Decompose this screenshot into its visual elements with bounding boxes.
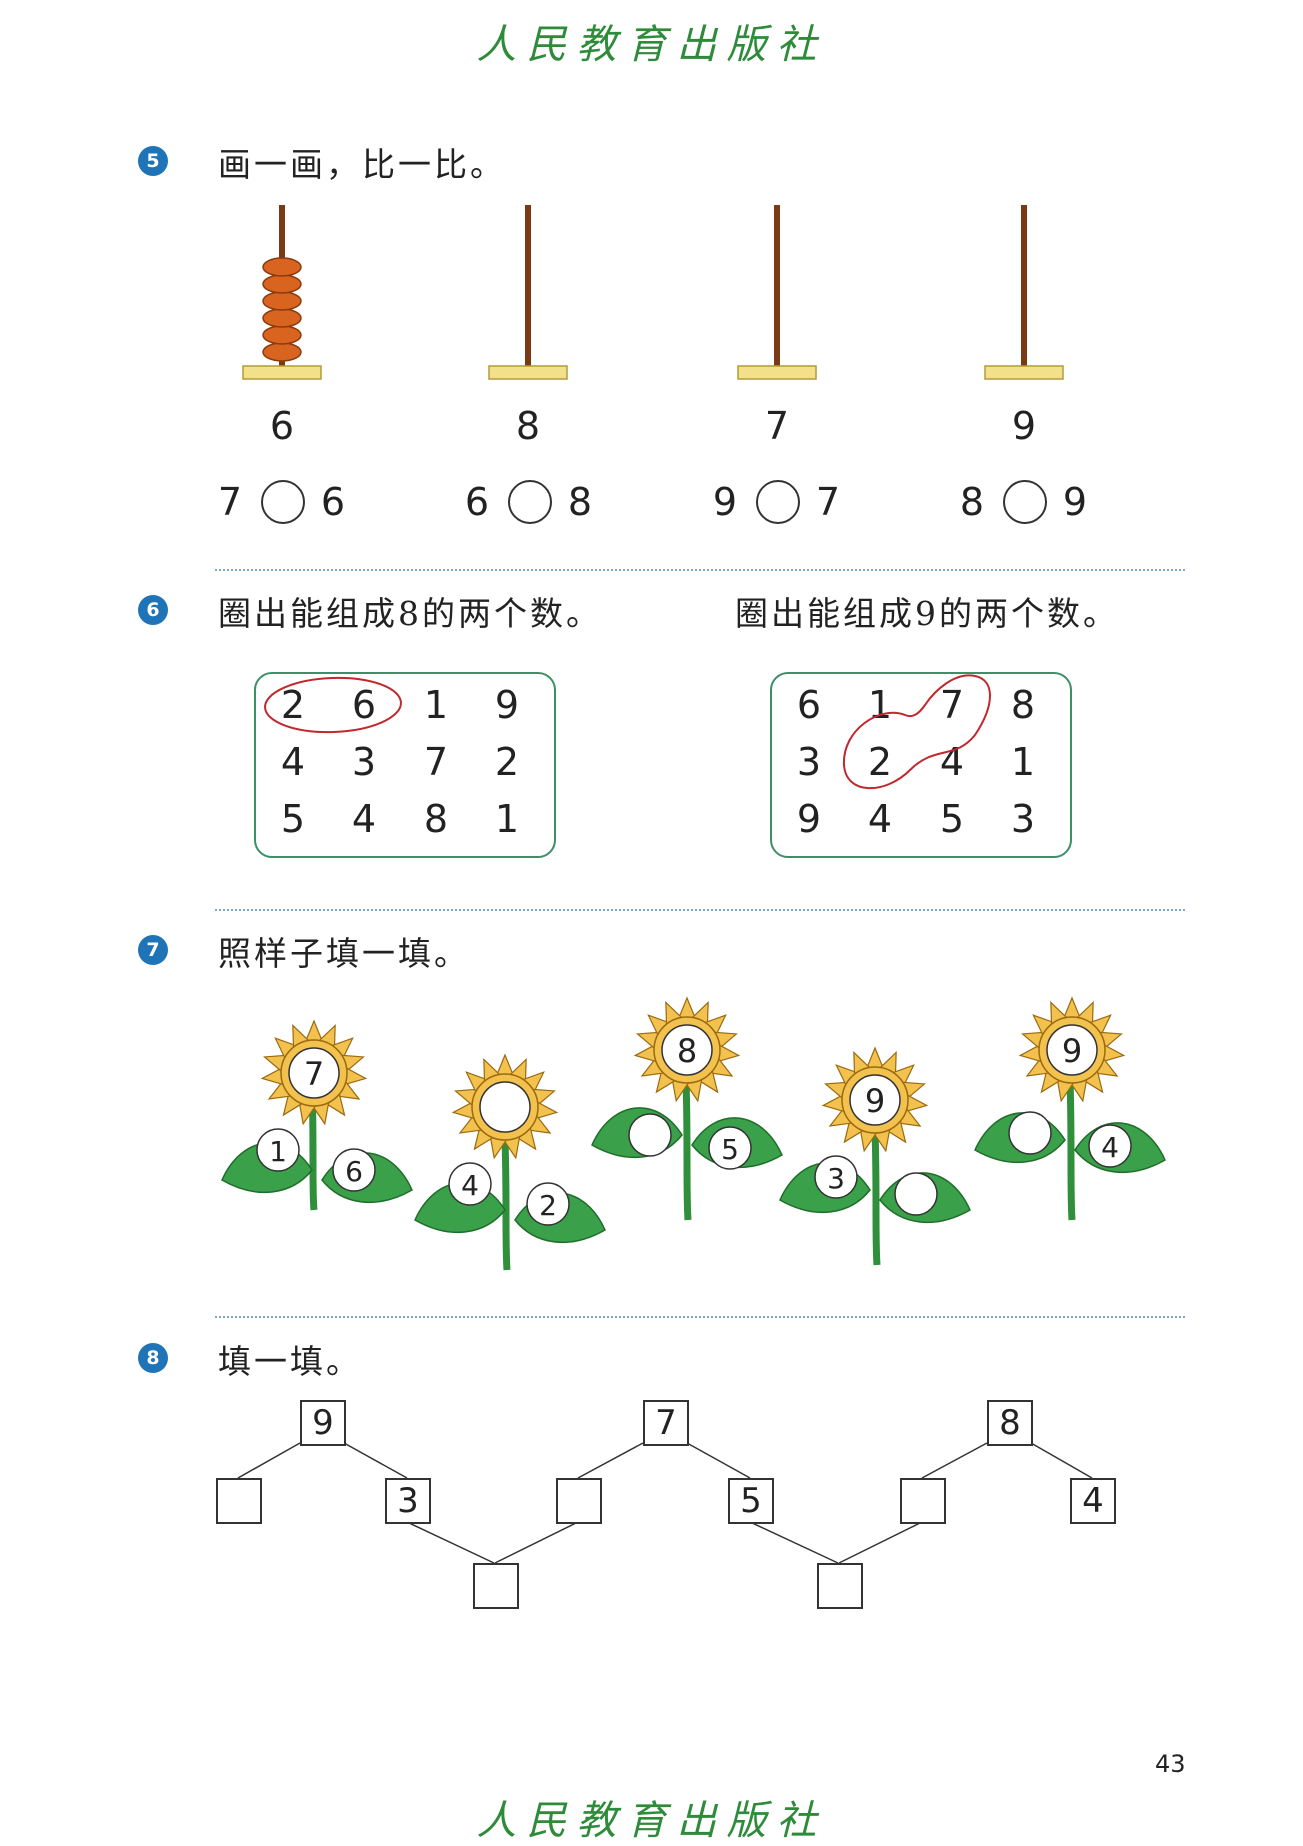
grid-number[interactable]: 5 (280, 797, 306, 841)
publisher-footer: 人民教育出版社 (476, 1798, 827, 1844)
leaf-number: 5 (721, 1133, 739, 1166)
question-number-5: 5 (138, 146, 168, 176)
grid-number[interactable]: 4 (351, 797, 377, 841)
tree-part-box: 5 (728, 1478, 774, 1524)
grid-number[interactable]: 2 (494, 740, 520, 784)
compare-right-number: 8 (567, 480, 593, 524)
grid-number[interactable]: 3 (1010, 797, 1036, 841)
tree-part-box: 4 (1070, 1478, 1116, 1524)
flower-top-number: 9 (1062, 1032, 1082, 1070)
grid-number[interactable]: 4 (867, 797, 893, 841)
section-divider (215, 909, 1185, 911)
grid-number[interactable]: 9 (494, 683, 520, 727)
page-number: 43 (1155, 1750, 1186, 1778)
grid-number[interactable]: 3 (351, 740, 377, 784)
tree-part-box: 3 (385, 1478, 431, 1524)
grid-number[interactable]: 1 (494, 797, 520, 841)
leaf-number: 3 (827, 1162, 845, 1195)
sunflower-1 (221, 1020, 413, 1211)
question-6-left-title: 圈出能组成8的两个数。 (218, 594, 602, 633)
question-number-8: 8 (138, 1343, 168, 1373)
tree-top-box: 7 (643, 1400, 689, 1446)
compare-answer-circle[interactable] (508, 480, 552, 524)
question-number-6: 6 (138, 595, 168, 625)
tree-top-box: 8 (987, 1400, 1033, 1446)
abacus-value-label: 6 (269, 404, 295, 448)
leaf-number: 2 (539, 1189, 557, 1222)
compare-answer-circle[interactable] (261, 480, 305, 524)
question-7-title: 照样子填一填。 (218, 934, 470, 973)
leaf-number: 4 (461, 1169, 479, 1202)
tree-answer-box[interactable] (556, 1478, 602, 1524)
compare-left-number: 6 (464, 480, 490, 524)
compare-left-number: 8 (959, 480, 985, 524)
abacus-7 (737, 205, 817, 380)
grid-number[interactable]: 6 (796, 683, 822, 727)
compare-right-number: 6 (320, 480, 346, 524)
grid-number[interactable]: 9 (796, 797, 822, 841)
question-8-title: 填一填。 (218, 1342, 362, 1381)
grid-number[interactable]: 5 (939, 797, 965, 841)
abacus-illustrations (242, 205, 1064, 380)
leaf-number: 1 (269, 1135, 287, 1168)
number-tree-lines (237, 1442, 1093, 1564)
grid-number[interactable]: 8 (1010, 683, 1036, 727)
sunflower-3 (591, 997, 783, 1221)
grid-number[interactable]: 1 (1010, 740, 1036, 784)
flower-top-number: 7 (304, 1055, 324, 1093)
publisher-header: 人民教育出版社 (476, 22, 827, 68)
abacus-value-label: 9 (1011, 404, 1037, 448)
tree-bottom-answer-box[interactable] (473, 1563, 519, 1609)
question-5-title: 画一画，比一比。 (218, 145, 506, 184)
abacus-value-label: 8 (515, 404, 541, 448)
grid-number[interactable]: 3 (796, 740, 822, 784)
sunflower-5 (974, 997, 1166, 1221)
abacus-6 (242, 205, 322, 380)
grid-number[interactable]: 4 (280, 740, 306, 784)
leaf-number: 6 (345, 1155, 363, 1188)
compare-right-number: 9 (1062, 480, 1088, 524)
section-divider (215, 1316, 1185, 1318)
question-number-7: 7 (138, 935, 168, 965)
compare-right-number: 7 (815, 480, 841, 524)
grid-number[interactable]: 1 (423, 683, 449, 727)
leaf-number: 4 (1101, 1131, 1119, 1164)
tree-answer-box[interactable] (900, 1478, 946, 1524)
flower-top-number: 9 (865, 1082, 885, 1120)
abacus-8 (488, 205, 568, 380)
section-divider (215, 569, 1185, 571)
tree-answer-box[interactable] (216, 1478, 262, 1524)
sunflower-illustrations: 7 1 6 4 2 8 5 9 3 9 4 (221, 997, 1166, 1271)
abacus-9 (984, 205, 1064, 380)
sunflower-2 (414, 1054, 606, 1271)
tree-top-box: 9 (300, 1400, 346, 1446)
compare-answer-circle[interactable] (756, 480, 800, 524)
flower-top-number: 8 (677, 1032, 697, 1070)
abacus-value-label: 7 (764, 404, 790, 448)
grid-number[interactable]: 8 (423, 797, 449, 841)
compare-left-number: 7 (217, 480, 243, 524)
tree-bottom-answer-box[interactable] (817, 1563, 863, 1609)
compare-answer-circle[interactable] (1003, 480, 1047, 524)
compare-left-number: 9 (712, 480, 738, 524)
sunflower-4 (779, 1047, 971, 1266)
grid-number[interactable]: 7 (423, 740, 449, 784)
bead-stack (262, 257, 302, 362)
question-6-right-title: 圈出能组成9的两个数。 (735, 594, 1119, 633)
